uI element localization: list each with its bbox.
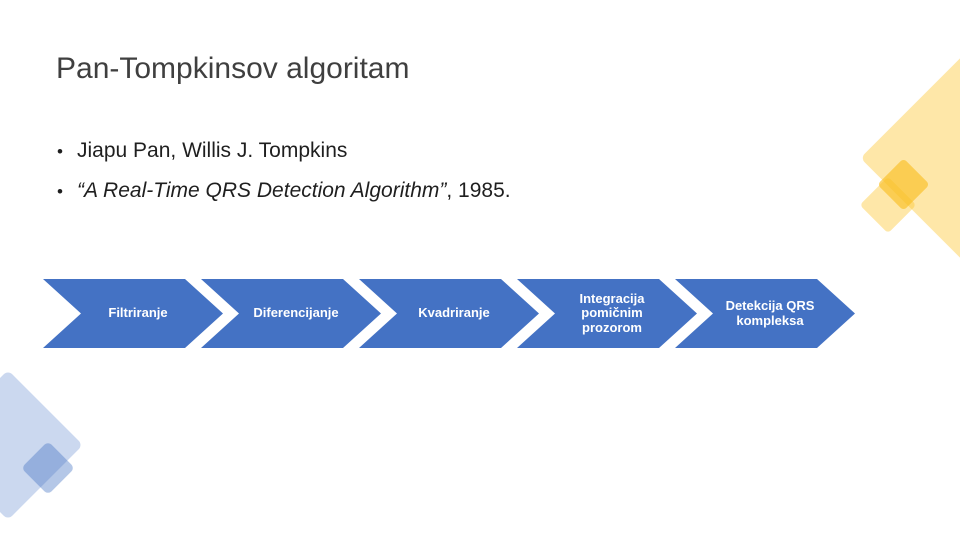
process-step-detekcija: Detekcija QRS kompleksa	[675, 279, 855, 348]
process-step-label: Kvadriranje	[418, 305, 490, 321]
process-step-label: Filtriranje	[108, 305, 168, 321]
process-flow-diagram: Filtriranje Diferencijanje Kvadriranje I…	[0, 279, 960, 348]
process-step-label: Integracija pomičnim prozorom	[579, 290, 645, 335]
paper-reference: “A Real-Time QRS Detection Algorithm”, 1…	[77, 171, 511, 210]
bullet-list: • Jiapu Pan, Willis J. Tompkins • “A Rea…	[57, 131, 511, 211]
bullet-dot: •	[57, 142, 63, 161]
process-step-integracija: Integracija pomičnim prozorom	[517, 279, 697, 348]
process-step-filtriranje: Filtriranje	[43, 279, 223, 348]
bullet-item-authors: • Jiapu Pan, Willis J. Tompkins	[57, 131, 511, 171]
bullet-item-paper: • “A Real-Time QRS Detection Algorithm”,…	[57, 171, 511, 211]
process-step-label: Detekcija QRS kompleksa	[725, 298, 815, 328]
paper-title: “A Real-Time QRS Detection Algorithm”	[77, 179, 447, 202]
paper-year: , 1985.	[446, 179, 511, 202]
bullet-dot: •	[57, 182, 63, 201]
slide-title: Pan-Tompkinsov algoritam	[56, 52, 410, 85]
decor-diamond-blue-large	[0, 370, 83, 520]
process-step-kvadriranje: Kvadriranje	[359, 279, 539, 348]
decor-diamond-yellow-large	[860, 36, 960, 280]
process-step-label: Diferencijanje	[253, 305, 339, 321]
process-step-diferencijanje: Diferencijanje	[201, 279, 381, 348]
authors-text: Jiapu Pan, Willis J. Tompkins	[77, 139, 348, 162]
